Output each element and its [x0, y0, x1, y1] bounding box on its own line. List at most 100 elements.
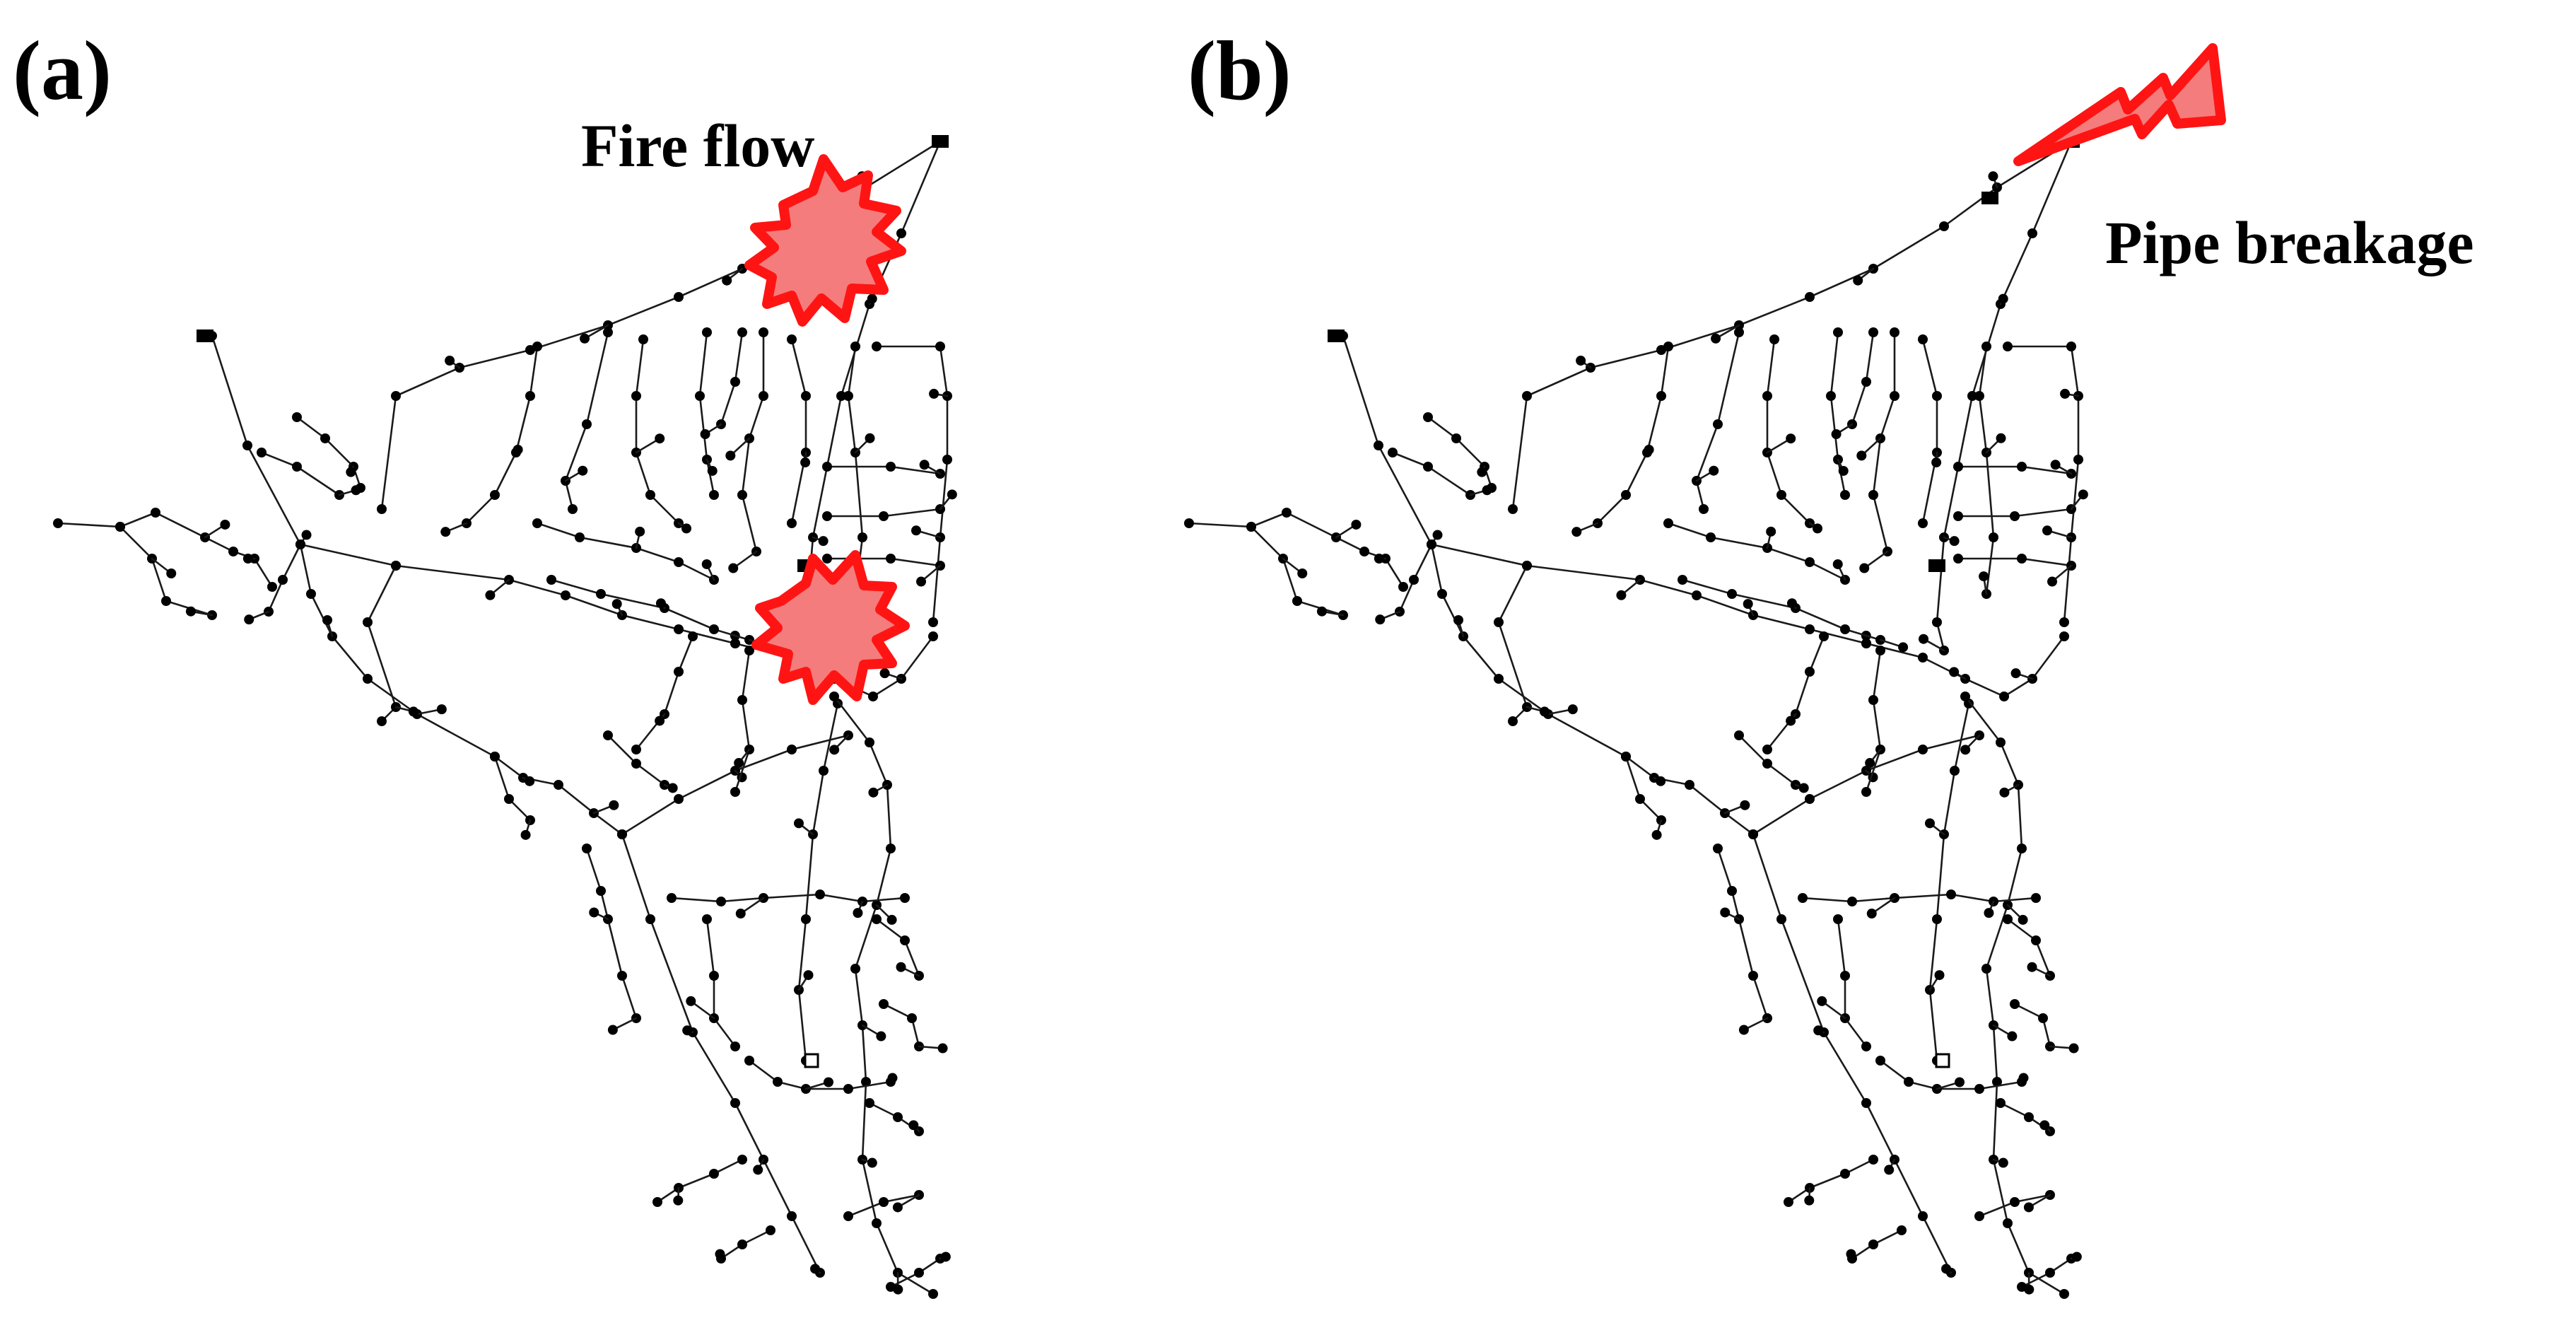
junction-node — [1798, 783, 1809, 793]
junction-node — [1621, 490, 1631, 500]
junction-node — [1656, 391, 1666, 401]
junction-node — [1832, 559, 1843, 569]
junction-node — [1522, 391, 1532, 401]
junction-node — [1786, 716, 1796, 726]
junction-node — [1804, 1195, 1815, 1206]
junction-node — [631, 759, 641, 769]
junction-node — [1494, 674, 1504, 684]
junction-node — [1651, 829, 1662, 840]
junction-node — [730, 1098, 740, 1108]
junction-node — [652, 1197, 662, 1207]
junction-node — [520, 829, 531, 840]
junction-node — [900, 935, 910, 945]
junction-node — [908, 1120, 919, 1131]
junction-node — [1663, 342, 1673, 351]
pipe-b-14 — [1596, 345, 1670, 525]
junction-node — [730, 377, 740, 387]
junction-node — [1999, 787, 2010, 798]
junction-node — [2024, 1112, 2034, 1122]
junction-node — [603, 327, 613, 337]
junction-node — [886, 844, 896, 853]
junction-node — [2018, 1073, 2029, 1083]
junction-node — [631, 745, 641, 754]
junction-node — [485, 590, 496, 600]
junction-node — [1621, 752, 1631, 762]
junction-node — [1616, 590, 1627, 600]
junction-node — [1398, 582, 1408, 592]
junction-node — [1316, 606, 1327, 617]
junction-node — [928, 631, 938, 641]
junction-node — [887, 1073, 898, 1083]
junction-node — [879, 668, 890, 679]
junction-node — [2078, 489, 2088, 500]
junction-node — [1875, 1056, 1885, 1066]
junction-node — [1508, 716, 1518, 726]
junction-node — [1762, 745, 1772, 754]
pipe-a-11 — [621, 734, 850, 836]
junction-node — [1351, 519, 1362, 530]
junction-node — [916, 576, 927, 587]
junction-node — [2010, 668, 2021, 679]
junction-node — [702, 327, 712, 337]
junction-node — [1685, 780, 1694, 790]
junction-node — [638, 334, 648, 344]
junction-node — [734, 758, 744, 769]
junction-node — [377, 504, 387, 514]
junction-node — [822, 511, 832, 521]
junction-node — [1833, 327, 1843, 337]
junction-node — [759, 391, 768, 401]
junction-node — [682, 1025, 693, 1036]
junction-node — [1918, 518, 1928, 528]
pipe-b-40 — [1497, 564, 1528, 723]
junction-node — [242, 441, 252, 450]
pipe-b-17 — [1829, 331, 1846, 496]
junction-node — [2003, 914, 2013, 924]
junction-node — [1709, 465, 1719, 476]
junction-node — [667, 783, 678, 793]
fire-flow-label: Fire flow — [581, 112, 814, 180]
junction-node — [2071, 1252, 2082, 1262]
pipe-a-40 — [366, 564, 397, 723]
junction-node — [1981, 342, 1991, 351]
junction-node — [2050, 460, 2061, 470]
junction-node — [787, 334, 797, 344]
junction-node — [2017, 554, 2027, 564]
tank-icon — [197, 329, 213, 342]
junction-node — [2018, 914, 2028, 925]
junction-node — [2023, 1202, 2034, 1213]
junction-node — [1567, 704, 1578, 715]
pipe-breakage-label: Pipe breakage — [2105, 209, 2474, 276]
junction-node — [947, 489, 957, 500]
junction-node — [2017, 1282, 2027, 1292]
junction-node — [914, 1268, 924, 1278]
junction-node — [688, 631, 698, 641]
junction-node — [1784, 1197, 1793, 1207]
junction-node — [1998, 1157, 2008, 1168]
junction-node — [865, 433, 875, 443]
junction-node — [1992, 1077, 2002, 1087]
junction-node — [822, 462, 832, 472]
junction-node — [1487, 483, 1497, 493]
junction-node — [295, 539, 305, 549]
pipe-b-0 — [1188, 522, 1345, 617]
junction-node — [1656, 776, 1666, 786]
junction-node — [1699, 504, 1709, 514]
pipe-b-2 — [1342, 334, 1868, 645]
junction-node — [1946, 889, 1956, 899]
junction-node — [730, 1042, 740, 1051]
junction-node — [1918, 745, 1928, 754]
junction-node — [879, 999, 889, 1009]
pipe-b-28 — [1766, 635, 1825, 751]
junction-node — [709, 624, 719, 634]
junction-node — [674, 624, 684, 634]
pipe-b-20 — [1921, 338, 1938, 525]
junction-node — [1984, 908, 1994, 918]
junction-node — [872, 342, 882, 351]
junction-node — [1996, 433, 2006, 443]
junction-node — [737, 695, 747, 705]
junction-node — [1727, 886, 1737, 896]
junction-node — [607, 1025, 618, 1035]
junction-node — [695, 391, 705, 401]
junction-node — [1813, 1025, 1824, 1036]
pipe-a-36 — [656, 1158, 744, 1203]
